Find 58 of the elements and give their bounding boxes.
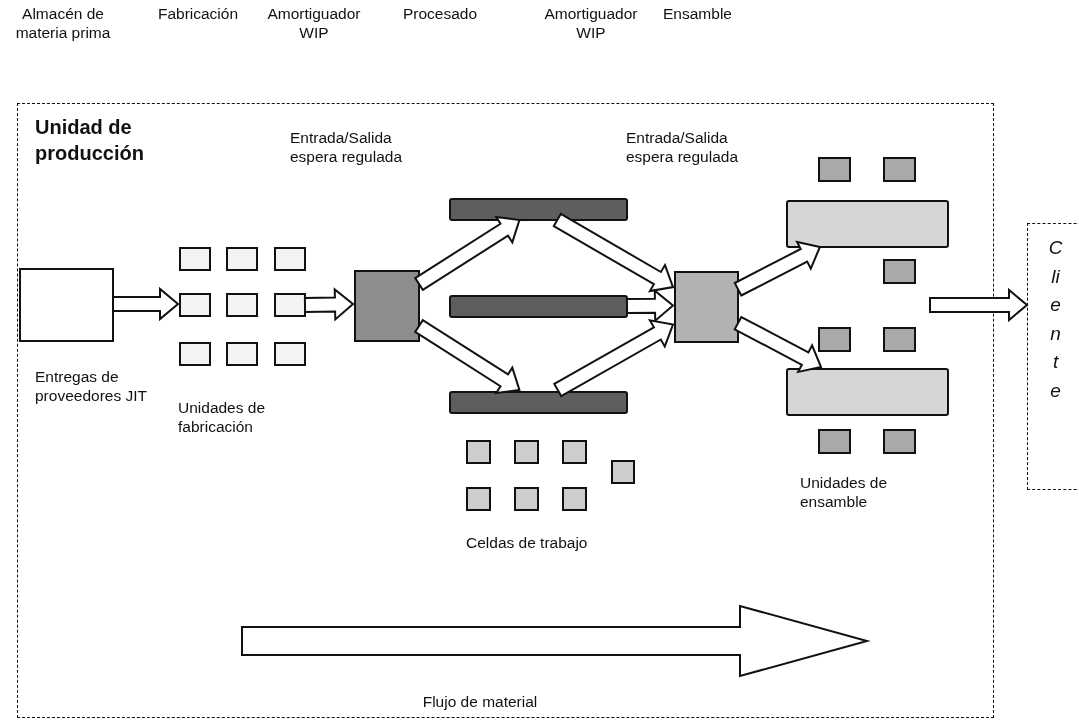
- fabrication-unit-box: [179, 247, 211, 271]
- customer-box: [1027, 223, 1079, 490]
- assembly-unit-box: [818, 157, 851, 182]
- process-line-bar: [449, 391, 628, 414]
- group-caption: Unidades de fabricación: [178, 398, 267, 437]
- work-cell-box: [514, 487, 539, 511]
- assembly-unit-box: [818, 327, 851, 352]
- block-arrow: [303, 287, 355, 322]
- block-arrow: [413, 215, 521, 292]
- block-arrow: [929, 287, 1029, 323]
- buffer-caption: Entrada/Salida espera regulada: [626, 128, 740, 167]
- buffer-square: [354, 270, 420, 342]
- fabrication-unit-box: [274, 342, 306, 366]
- block-arrow: [112, 286, 180, 322]
- work-cell-box: [466, 487, 491, 511]
- column-header: Amortiguador WIP: [266, 4, 362, 43]
- group-caption: Unidades de ensamble: [800, 473, 889, 512]
- supplier-box: [19, 268, 114, 342]
- frame-heading: Unidad de producción: [35, 115, 145, 166]
- block-arrow: [625, 288, 675, 323]
- assembly-unit-box: [883, 157, 916, 182]
- assembly-unit-box: [883, 429, 916, 454]
- work-cell-box: [611, 460, 635, 484]
- process-line-bar: [449, 295, 628, 318]
- customer-label: Cliente: [1048, 236, 1064, 403]
- fabrication-unit-box: [179, 293, 211, 317]
- assembly-unit-box: [883, 327, 916, 352]
- fabrication-unit-box: [226, 247, 258, 271]
- assembly-unit-box: [818, 429, 851, 454]
- production-unit-frame: [17, 103, 994, 718]
- assembly-line-bar: [786, 368, 949, 416]
- assembly-line-bar: [786, 200, 949, 248]
- group-caption: Celdas de trabajo: [466, 533, 589, 553]
- column-header: Procesado: [401, 4, 479, 24]
- block-arrow: [733, 240, 822, 297]
- assembly-unit-box: [883, 259, 916, 284]
- block-arrow: [733, 315, 823, 374]
- fabrication-unit-box: [226, 293, 258, 317]
- fabrication-unit-box: [274, 293, 306, 317]
- node-caption: Entregas de proveedores JIT: [35, 367, 148, 406]
- work-cell-box: [466, 440, 491, 464]
- column-header: Amortiguador WIP: [543, 4, 639, 43]
- column-header: Ensamble: [662, 4, 733, 24]
- buffer-square: [674, 271, 739, 343]
- block-arrow: [552, 212, 675, 293]
- fabrication-unit-box: [179, 342, 211, 366]
- column-header: Almacén de materia prima: [14, 4, 112, 43]
- process-line-bar: [449, 198, 628, 221]
- work-cell-box: [562, 440, 587, 464]
- fabrication-unit-box: [274, 247, 306, 271]
- column-header: Fabricación: [156, 4, 240, 24]
- block-arrow: [413, 318, 521, 395]
- work-cell-box: [562, 487, 587, 511]
- work-cell-box: [514, 440, 539, 464]
- block-arrow: [552, 318, 675, 398]
- buffer-caption: Entrada/Salida espera regulada: [290, 128, 404, 167]
- flow-caption: Flujo de material: [421, 692, 539, 712]
- fabrication-unit-box: [226, 342, 258, 366]
